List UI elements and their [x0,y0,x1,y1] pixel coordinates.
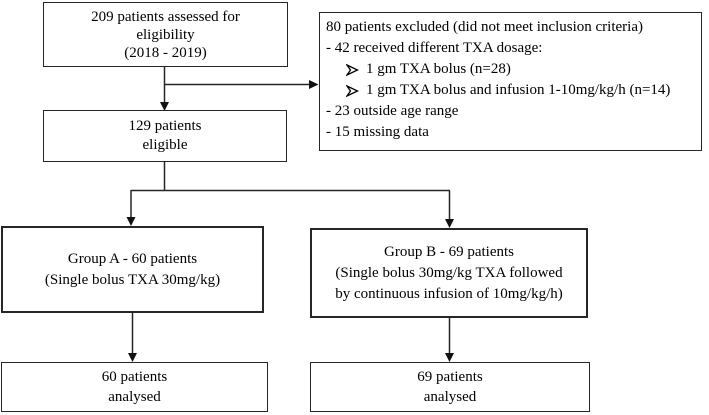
assessed-line: 209 patients assessed for [91,8,240,25]
analysed-a-line: analysed [108,389,161,405]
group-b-line: Group B - 69 patients [384,243,514,260]
excluded-item: - 42 received different TXA dosage: [326,40,543,56]
eligible-line: eligible [142,137,188,153]
excluded-item: 1 gm TXA bolus (n=28) [346,59,695,80]
eligible-line: 129 patients [128,118,202,134]
excluded-title: 80 patients excluded (did not meet inclu… [326,19,643,35]
excluded-item: 1 gm TXA bolus and infusion 1-10mg/kg/h … [346,80,695,101]
box-excluded: 80 patients excluded (did not meet inclu… [319,12,702,151]
box-analysed-b: 69 patients analysed [310,362,590,412]
group-a-line: (Single bolus TXA 30mg/kg) [44,271,221,288]
excluded-item: - 15 missing data [326,124,429,140]
assessed-line: eligibility [136,26,195,43]
box-eligible: 129 patients eligible [43,110,287,162]
box-group-a: Group A - 60 patients (Single bolus TXA … [1,226,264,313]
group-b-line: by continuous infusion of 10mg/kg/h) [335,285,563,302]
analysed-a-line: 60 patients [101,369,168,385]
excluded-item-text: 1 gm TXA bolus and infusion 1-10mg/kg/h … [366,82,671,98]
arrowhead-down-group-b [445,219,454,228]
excluded-item-text: 1 gm TXA bolus (n=28) [366,61,511,77]
arrowhead-bullet-icon [346,84,359,97]
analysed-b-line: 69 patients [417,369,483,385]
arrowhead-down-group-a [126,217,136,226]
arrowhead-down-eligible [160,102,169,111]
excluded-item: - 23 outside age range [326,103,459,119]
arrowhead-down-analysed-a [128,353,137,362]
analysed-b-line: analysed [423,389,477,405]
box-assessed-for-eligibility: 209 patients assessed for eligibility (2… [43,2,288,67]
box-group-b: Group B - 69 patients (Single bolus 30mg… [310,228,588,318]
assessed-line: (2018 - 2019) [124,44,207,61]
arrowhead-bullet-icon [346,63,359,76]
group-a-line: Group A - 60 patients [67,250,198,267]
arrowhead-right-excluded [309,80,319,89]
group-b-line: (Single bolus 30mg/kg TXA followed [335,264,563,281]
arrowhead-down-analysed-b [445,353,454,362]
box-analysed-a: 60 patients analysed [1,362,268,412]
